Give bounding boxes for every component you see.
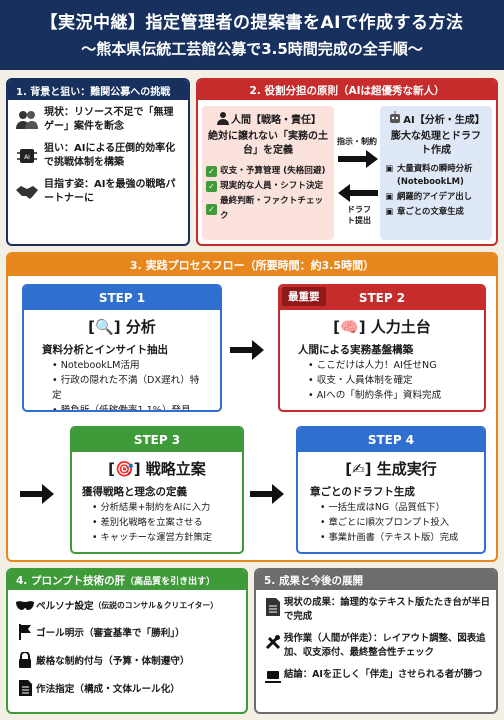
- arrow-right-icon: [230, 340, 264, 360]
- list-item: ✓収支・予算管理 (失格回避): [206, 164, 330, 179]
- handshake-icon: [14, 179, 40, 205]
- search-icon: [🔍]: [88, 318, 121, 336]
- document-icon: [262, 598, 284, 616]
- svg-text:AI: AI: [24, 154, 30, 161]
- list-item: • 行政の隠れた不満（DX遅れ）特定: [52, 375, 200, 401]
- brain-icon: [🧠]: [333, 318, 366, 336]
- check-icon: ✓: [206, 181, 217, 192]
- robot-icon: ▣: [385, 191, 394, 201]
- step-card-3: STEP 3 [🎯] 戦略立案 獲得戦略と理念の定義 • 分析結果+制約をAIに…: [70, 426, 244, 554]
- list-item: • ここだけは人力！AI任せNG: [308, 360, 437, 371]
- panel-title: 2. 役割分担の原則（AIは超優秀な新人）: [198, 80, 496, 100]
- step-label: STEP 1: [24, 286, 220, 310]
- step-label: STEP 4: [298, 428, 484, 452]
- priority-badge: 最重要: [282, 287, 326, 306]
- step-card-1: STEP 1 [🔍] 分析 資料分析とインサイト抽出 • NotebookLM活…: [22, 284, 222, 412]
- role-panel: 2. 役割分担の原則（AIは超優秀な新人） 人間【戦略・責任】 絶対に譲れない「…: [196, 78, 498, 246]
- lock-icon: [14, 652, 36, 668]
- list-item: 作法指定（構成・文体ルール化）: [14, 680, 240, 696]
- step-label: STEP 3: [72, 428, 242, 452]
- page-title: 【実況中継】指定管理者の提案書をAIで作成する方法: [40, 13, 464, 33]
- list-item: • 事業計画書（テキスト版）完成: [320, 532, 459, 543]
- list-item: ▣網羅的アイデア出し: [385, 191, 472, 201]
- step-title: 戦略立案: [145, 460, 206, 478]
- arrow-right-icon: [20, 484, 54, 504]
- header-banner: 【実況中継】指定管理者の提案書をAIで作成する方法 〜熊本県伝統工芸館公募で3.…: [0, 0, 504, 70]
- mask-icon: [14, 600, 36, 610]
- check-icon: ✓: [206, 203, 217, 215]
- person-icon: [215, 110, 231, 126]
- pen-icon: [✍]: [345, 460, 372, 478]
- human-card: 人間【戦略・責任】 絶対に譲れない「実務の土台」を定義 ✓収支・予算管理 (失格…: [202, 106, 334, 240]
- people-icon: [14, 107, 40, 133]
- list-item: • 差別化戦略を立案させる: [92, 517, 203, 528]
- page-subtitle: 〜熊本県伝統工芸館公募で3.5時間完成の全手順〜: [81, 40, 423, 58]
- list-item: • 分析結果+制約をAIに入力: [92, 502, 211, 513]
- robot-icon: ▣: [385, 163, 394, 173]
- arrow-left-icon: [338, 184, 378, 202]
- check-icon: ✓: [206, 166, 217, 177]
- list-item: • キャッチーな運営方針策定: [92, 532, 213, 543]
- list-item: ✓最終判断・ファクトチェック: [206, 194, 330, 224]
- prompt-panel: 4. プロンプト技術の肝（高品質を引き出す） ペルソナ設定（伝説のコンサル＆クリ…: [6, 568, 248, 714]
- tools-icon: [262, 634, 284, 650]
- step-lead: 人間による実務基盤構築: [298, 344, 414, 356]
- list-item: ゴール明示（審査基準で「勝利」）: [14, 624, 240, 640]
- document-icon: [14, 680, 36, 696]
- step-title: 分析: [125, 318, 156, 336]
- step-lead: 章ごとのドラフト生成: [310, 486, 415, 498]
- background-panel: 1. 背景と狙い：難関公募への挑戦権 現状：リソース不足で「無理ゲー」案件を断念…: [6, 78, 190, 246]
- panel-title-note: （高品質を引き出す）: [125, 577, 216, 587]
- list-item: • 収支・人員体制を確定: [308, 375, 413, 386]
- list-item: ✓現実的な人員・シフト決定: [206, 179, 330, 194]
- target-icon: [🎯]: [108, 460, 141, 478]
- list-item: 結論：AIを正しく「伴走」させられる者が勝つ: [262, 668, 490, 684]
- step-title: 人力土台: [370, 318, 431, 336]
- robot-icon: ▣: [385, 206, 394, 216]
- ai-card: AI【分析・生成】 膨大な処理とドラフト作成 ▣大量資料の瞬時分析 (Noteb…: [380, 106, 492, 240]
- list-item: 厳格な制約付与（予算・体制遵守）: [14, 652, 240, 668]
- step-lead: 資料分析とインサイト抽出: [42, 344, 168, 356]
- laptop-icon: [262, 670, 284, 684]
- list-item: • 一括生成はNG（品質低下）: [320, 502, 445, 513]
- list-item: ペルソナ設定（伝説のコンサル＆クリエイター）: [14, 598, 240, 612]
- list-item: 残作業（人間が伴走）：レイアウト調整、図表追加、収支添付、最終整合性チェック: [262, 632, 490, 660]
- list-item: ▣大量資料の瞬時分析 (NotebookLM): [385, 163, 473, 186]
- instruction-label: 指示・制約: [337, 137, 377, 146]
- results-panel: 5. 成果と今後の展開 現状の成果：論理的なテキスト版たたき台が半日で完成 残作…: [254, 568, 498, 714]
- list-item: 現状：リソース不足で「無理ゲー」案件を断念: [14, 106, 182, 134]
- step-title: 生成実行: [376, 460, 437, 478]
- list-item: • AIへの「制約条件」資料完成: [308, 390, 442, 401]
- ai-chip-icon: AI: [14, 143, 40, 169]
- panel-title: 1. 背景と狙い：難関公募への挑戦権: [8, 80, 188, 113]
- panel-title: 5. 成果と今後の展開: [256, 570, 496, 590]
- list-item: ▣章ごとの文章生成: [385, 206, 464, 216]
- flag-icon: [14, 624, 36, 640]
- list-item: AI 狙い：AIによる圧倒的効率化で挑戦体制を構築: [14, 142, 182, 170]
- arrow-right-icon: [338, 150, 378, 168]
- arrow-right-icon: [250, 484, 284, 504]
- list-item: • 章ごとに順次プロンプト投入: [320, 517, 450, 528]
- step-card-4: STEP 4 [✍] 生成実行 章ごとのドラフト生成 • 一括生成はNG（品質低…: [296, 426, 486, 554]
- panel-title: 3. 実践プロセスフロー（所要時間：約3.5時間）: [8, 254, 496, 276]
- list-item: • 勝負所（低稼働率1.1%）発見: [52, 405, 191, 412]
- robot-icon: [387, 110, 403, 126]
- list-item: • NotebookLM活用: [52, 360, 140, 371]
- list-item: 現状の成果：論理的なテキスト版たたき台が半日で完成: [262, 596, 490, 624]
- step-lead: 獲得戦略と理念の定義: [82, 486, 187, 498]
- panel-title: 4. プロンプト技術の肝: [16, 575, 126, 587]
- draft-label: ドラフト提出: [347, 205, 371, 225]
- list-item: 目指す姿：AIを最強の戦略パートナーに: [14, 178, 182, 206]
